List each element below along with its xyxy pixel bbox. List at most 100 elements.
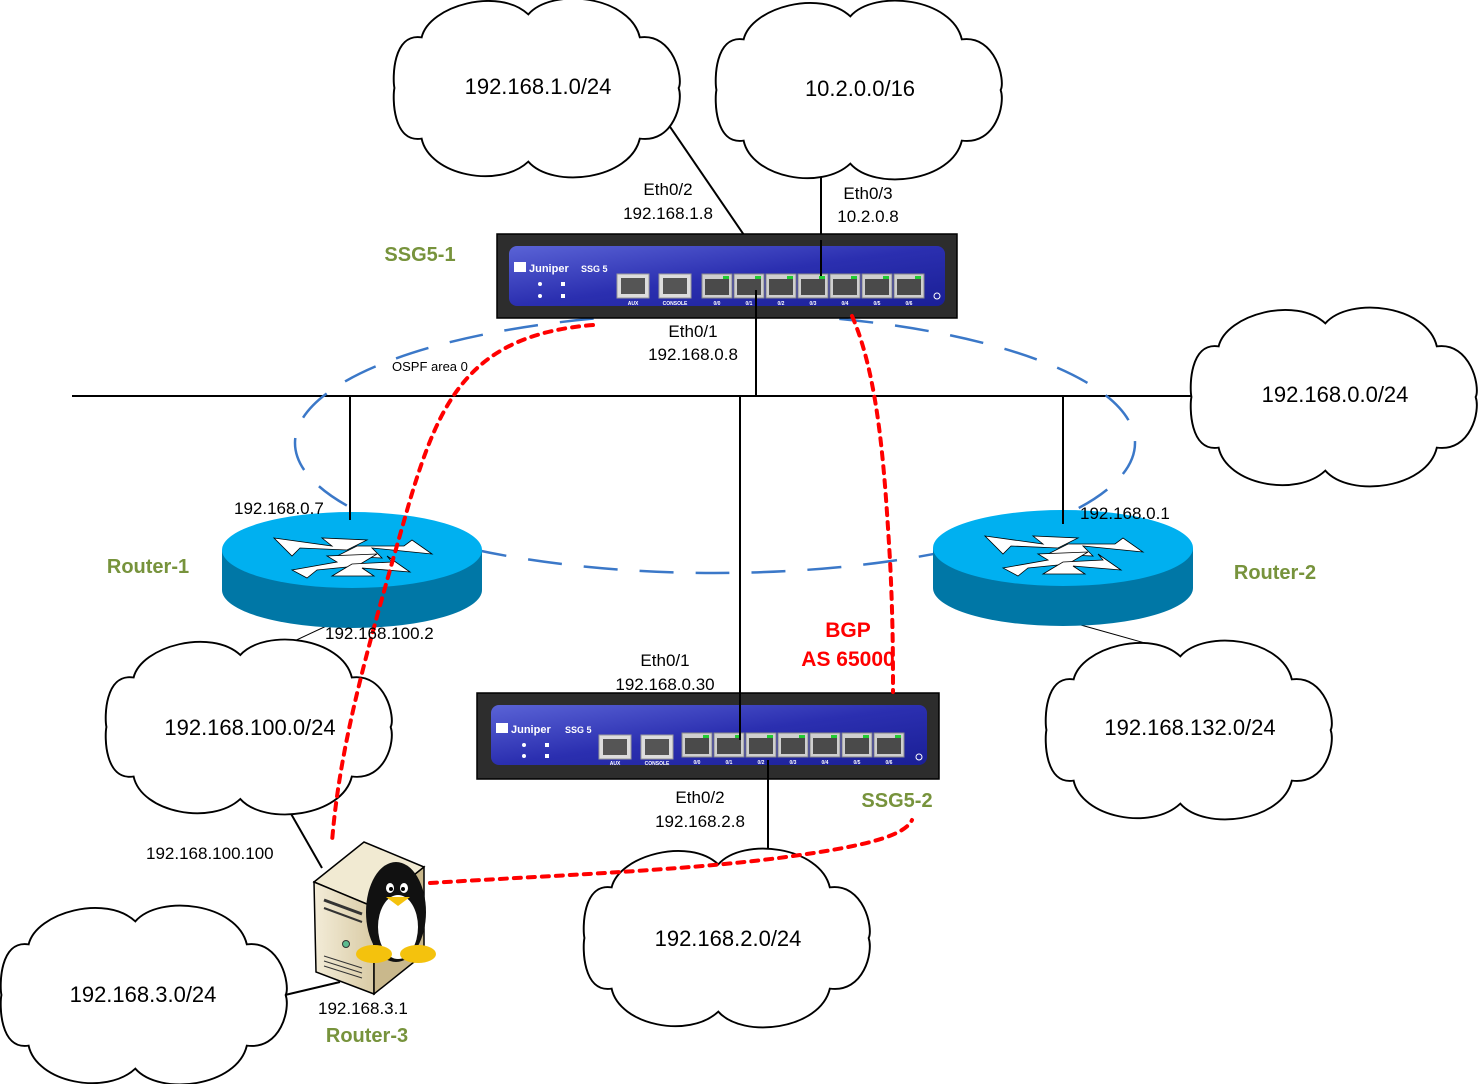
device-label-router-1: Router-1	[107, 556, 189, 578]
cloud-label: 192.168.100.0/24	[164, 715, 335, 740]
interface-name: Eth0/2	[675, 788, 724, 807]
ground-icon	[933, 292, 941, 300]
svg-text:SSG 5: SSG 5	[581, 264, 608, 274]
link-led-icon	[851, 276, 857, 279]
ethernet-port[interactable]: 0/2	[765, 273, 797, 307]
router1-ip-100: 192.168.100.2	[325, 624, 434, 643]
router3-ip-3: 192.168.3.1	[318, 999, 408, 1018]
router-2	[933, 510, 1193, 626]
ethernet-port[interactable]: 0/0	[681, 732, 713, 766]
ospf-area-0-boundary	[293, 311, 1137, 575]
ethernet-port[interactable]: 0/5	[841, 732, 873, 766]
port-label: 0/6	[906, 301, 913, 307]
status-leds	[522, 743, 549, 758]
router-arrows-icon	[272, 537, 434, 579]
ethernet-port[interactable]: 0/4	[829, 273, 861, 307]
port-label: 0/1	[726, 760, 733, 766]
svg-text:Juniper: Juniper	[511, 724, 551, 736]
link-led-icon	[915, 276, 921, 279]
link-led-icon	[723, 276, 729, 279]
port-label: 0/4	[822, 760, 829, 766]
ospf-area-label: OSPF area 0	[392, 359, 468, 374]
power-led-icon	[342, 940, 350, 948]
aux-port[interactable]: AUX	[616, 273, 650, 307]
link-led-icon	[799, 735, 805, 738]
svg-text:Juniper: Juniper	[529, 263, 569, 275]
link-led-icon	[819, 276, 825, 279]
bgp-session-ssg51-ssg52	[850, 314, 895, 694]
ethernet-port[interactable]: 0/6	[873, 732, 905, 766]
router2-ip-backbone: 192.168.0.1	[1080, 504, 1170, 523]
svg-text:AUX: AUX	[628, 301, 639, 307]
router-1	[222, 512, 482, 628]
juniper-logo-icon: Juniper SSG 5	[496, 723, 592, 736]
wire-router3-192-168-100	[289, 811, 323, 869]
port-label: 0/4	[842, 301, 849, 307]
ethernet-port[interactable]: 0/5	[861, 273, 893, 307]
ethernet-ports: 0/0 0/1 0/2 0/3 0/4 0/5 0/6	[701, 273, 925, 307]
link-led-icon	[735, 735, 741, 738]
juniper-logo-icon: Juniper SSG 5	[514, 262, 608, 275]
bgp-label: BGP	[825, 619, 871, 642]
port-label: 0/1	[746, 301, 753, 307]
interface-name: Eth0/3	[843, 184, 892, 203]
port-label: 0/3	[810, 301, 817, 307]
link-led-icon	[895, 735, 901, 738]
port-label: 0/5	[874, 301, 881, 307]
bgp-session-router3-ssg52	[428, 818, 914, 885]
tux-penguin-icon	[356, 862, 436, 963]
port-label: 0/2	[778, 301, 785, 307]
port-label: 0/2	[758, 760, 765, 766]
svg-text:CONSOLE: CONSOLE	[663, 301, 688, 307]
port-label: 0/3	[790, 760, 797, 766]
wires	[72, 117, 1192, 996]
link-led-icon	[831, 735, 837, 738]
link-led-icon	[787, 276, 793, 279]
cloud-label: 192.168.1.0/24	[465, 74, 612, 99]
ethernet-port[interactable]: 0/1	[713, 732, 745, 766]
bgp-session-ssg51-router3	[330, 323, 595, 844]
cloud-label: 192.168.0.0/24	[1262, 382, 1409, 407]
router-arrows-icon	[983, 535, 1145, 577]
cloud-label: 192.168.132.0/24	[1104, 715, 1275, 740]
console-port[interactable]: CONSOLE	[658, 273, 692, 307]
ethernet-port[interactable]: 0/3	[777, 732, 809, 766]
interface-ip: 10.2.0.8	[837, 207, 898, 226]
link-led-icon	[703, 735, 709, 738]
wire-router3-192-168-3	[284, 981, 341, 996]
port-label: 0/0	[694, 760, 701, 766]
interface-name: Eth0/1	[668, 322, 717, 341]
port-label: 0/0	[714, 301, 721, 307]
ground-icon	[915, 753, 923, 761]
link-led-icon	[863, 735, 869, 738]
svg-text:SSG 5: SSG 5	[565, 725, 592, 735]
console-port[interactable]: CONSOLE	[640, 734, 674, 767]
ethernet-port[interactable]: 0/0	[701, 273, 733, 307]
svg-text:AUX: AUX	[610, 761, 621, 767]
bgp-as-label: AS 65000	[801, 648, 894, 671]
ethernet-port[interactable]: 0/1	[733, 273, 765, 307]
interface-name: Eth0/1	[640, 651, 689, 670]
interface-ip: 192.168.0.8	[648, 345, 738, 364]
ethernet-port[interactable]: 0/4	[809, 732, 841, 766]
ethernet-port[interactable]: 0/3	[797, 273, 829, 307]
cloud-label: 10.2.0.0/16	[805, 76, 915, 101]
router-3-linux-server	[312, 841, 436, 996]
interface-ip: 192.168.1.8	[623, 204, 713, 223]
status-leds	[538, 282, 565, 298]
svg-text:CONSOLE: CONSOLE	[645, 761, 670, 767]
aux-port[interactable]: AUX	[598, 734, 632, 767]
ethernet-port[interactable]: 0/6	[893, 273, 925, 307]
cloud-label: 192.168.3.0/24	[70, 982, 217, 1007]
router3-ip-100: 192.168.100.100	[146, 844, 274, 863]
router1-ip-backbone: 192.168.0.7	[234, 499, 324, 518]
link-led-icon	[883, 276, 889, 279]
ethernet-port[interactable]: 0/2	[745, 732, 777, 766]
device-label-router-3: Router-3	[326, 1025, 408, 1047]
interface-ip: 192.168.0.30	[615, 675, 714, 694]
